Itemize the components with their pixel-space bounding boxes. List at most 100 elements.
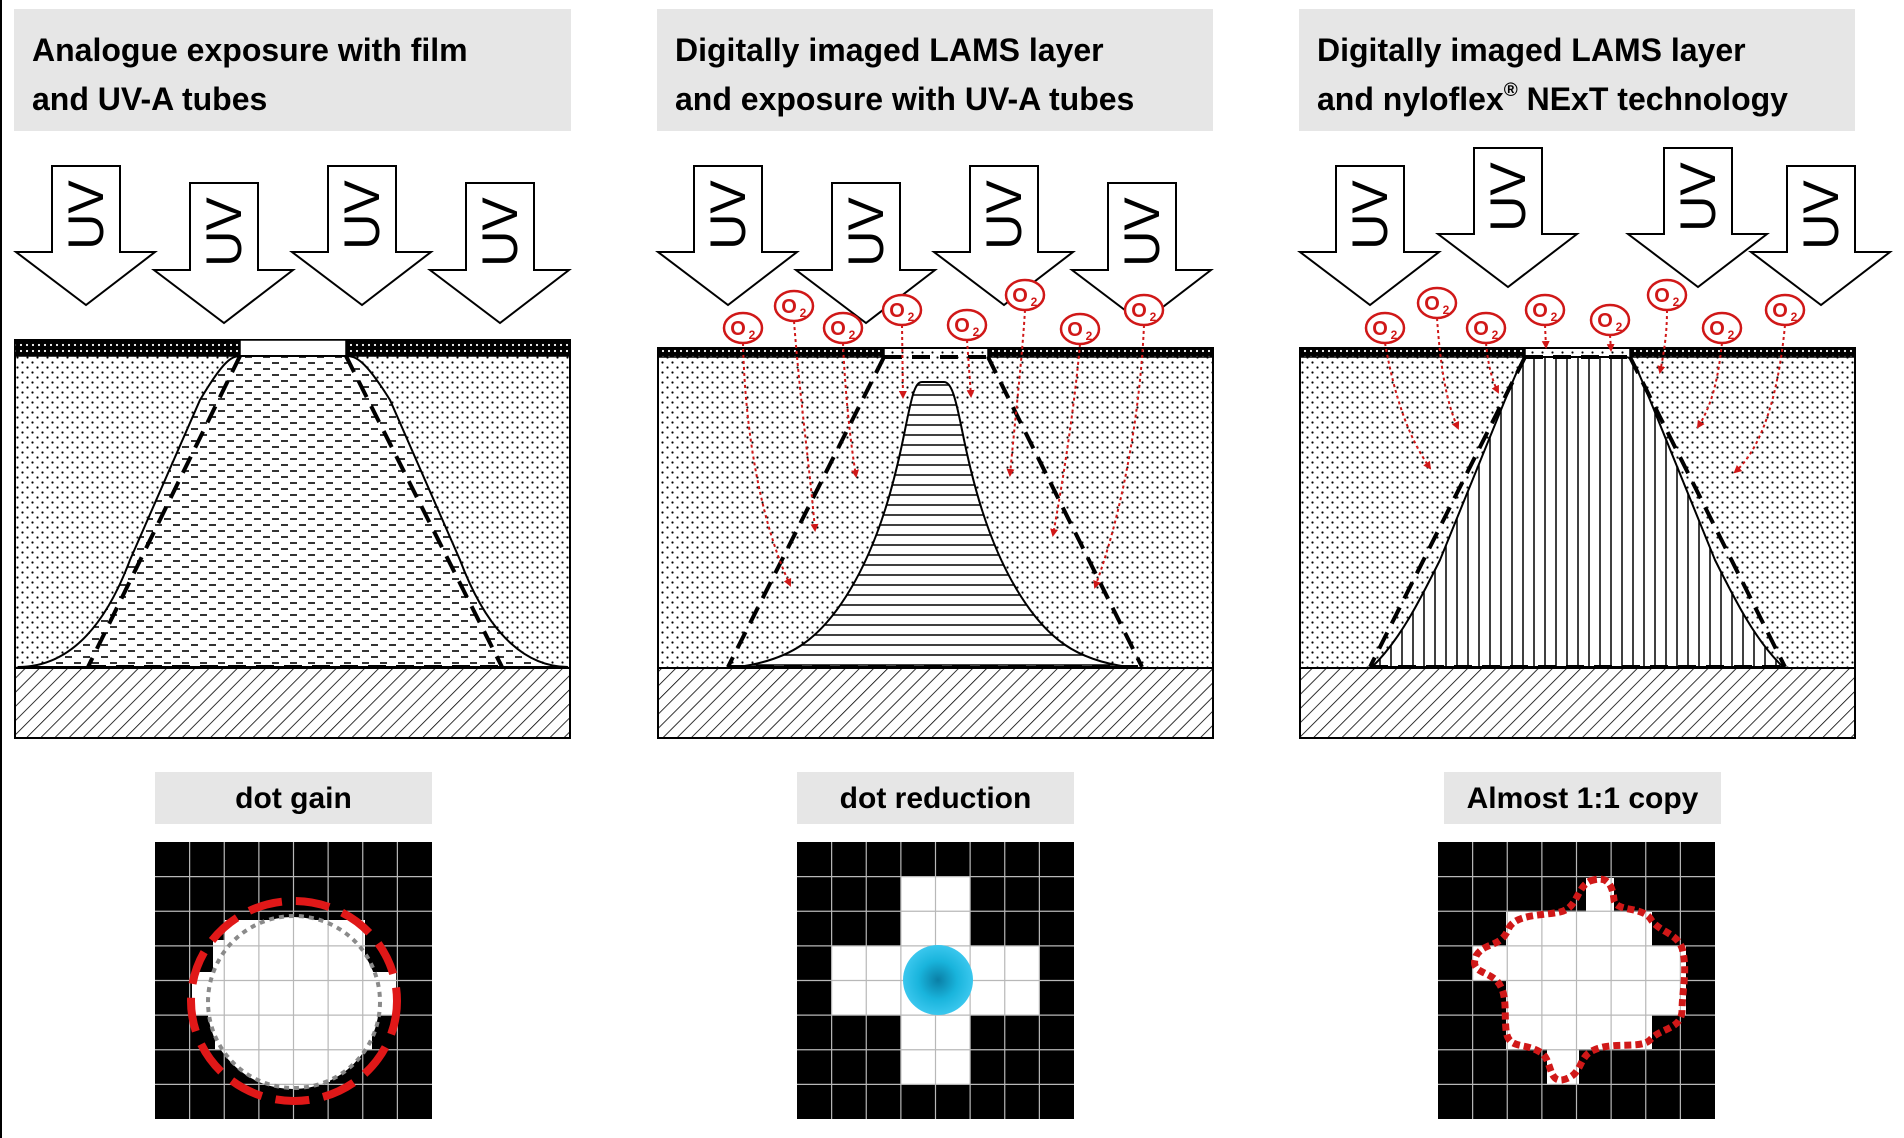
dot-reduction-grid	[797, 842, 1074, 1119]
oxygen-label: O	[954, 315, 970, 337]
ideal-dot-outline	[726, 356, 1144, 668]
uv-label: UV	[700, 180, 756, 250]
oxygen-label: O	[730, 318, 746, 340]
result-label-box	[1444, 772, 1721, 824]
oxygen-subscript: 2	[1086, 329, 1093, 343]
uv-arrow: UV	[427, 182, 572, 325]
oxygen-subscript: 2	[1673, 295, 1680, 309]
oxygen-label: O	[1597, 310, 1613, 332]
panel-title-line1: Analogue exposure with film	[32, 32, 468, 68]
oxygen-label: O	[1372, 318, 1388, 340]
lams-mask	[987, 347, 1214, 358]
uv-label: UV	[58, 180, 114, 250]
uv-label: UV	[196, 197, 252, 267]
grid-lines	[1438, 842, 1715, 1119]
ideal-dot-outline	[86, 355, 504, 668]
panel-title-line1: Digitally imaged LAMS layer	[1317, 32, 1746, 68]
panel-analogue: Analogue exposure with film and UV-A tub…	[13, 9, 572, 1119]
panel-lams-next: Digitally imaged LAMS layer and nyloflex…	[1297, 9, 1893, 1119]
oxygen-label: O	[1772, 300, 1788, 322]
panel-title-box	[1299, 9, 1855, 131]
result-label: Almost 1:1 copy	[1467, 782, 1699, 815]
oxygen-subscript: 2	[1492, 328, 1499, 342]
result-label: dot reduction	[840, 782, 1032, 815]
oxygen-subscript: 2	[800, 306, 807, 320]
oxygen-label: O	[781, 296, 797, 318]
one-to-one-dot-outline	[1471, 875, 1689, 1084]
oxygen-subscript: 2	[1031, 295, 1038, 309]
uv-label: UV	[1480, 162, 1536, 232]
uv-arrow: UV	[151, 182, 296, 325]
panel-title-line2: and exposure with UV-A tubes	[675, 81, 1134, 117]
result-label-box	[155, 772, 432, 824]
oxygen-subscript: 2	[1551, 310, 1558, 324]
uv-arrow: UV	[793, 182, 938, 325]
oxygen-label: O	[1012, 285, 1028, 307]
oxygen-subscript: 2	[1728, 328, 1735, 342]
oxygen-label: O	[830, 318, 846, 340]
base-film-layer	[657, 667, 1214, 739]
uv-label: UV	[838, 197, 894, 267]
oxygen-subscript: 2	[1443, 303, 1450, 317]
printing-dot-profile	[737, 381, 1129, 668]
oxygen-label: O	[1532, 300, 1548, 322]
oxygen-subscript: 2	[1391, 328, 1398, 342]
oxygen-subscript: 2	[1791, 310, 1798, 324]
film-mask	[14, 339, 241, 357]
uv-label: UV	[1670, 162, 1726, 232]
lams-mask	[657, 347, 885, 358]
result-label-box	[797, 772, 1074, 824]
oxygen-label: O	[889, 300, 905, 322]
lams-mask	[1629, 347, 1856, 358]
panel-lams-uva: Digitally imaged LAMS layer and exposure…	[655, 9, 1214, 1119]
uv-arrow: UV	[289, 165, 434, 307]
panel-title-line2: and nyloflex® NExT technology	[1317, 80, 1788, 117]
dot-gain-ring	[187, 897, 401, 1105]
uv-label: UV	[1342, 180, 1398, 250]
panel-title-box	[657, 9, 1213, 131]
oxygen-label: O	[1131, 300, 1147, 322]
original-dot-outline	[206, 914, 382, 1090]
lams-mask	[1299, 347, 1526, 358]
ideal-dot-outline	[1368, 356, 1787, 668]
uv-arrow: UV	[1435, 147, 1580, 289]
base-film-layer	[14, 667, 571, 739]
uv-arrow: UV	[931, 165, 1076, 307]
uv-label: UV	[1114, 197, 1170, 267]
panel-title-line2: and UV-A tubes	[32, 81, 267, 117]
uv-arrow: UV	[655, 165, 800, 307]
oxygen-subscript: 2	[749, 328, 756, 342]
oxygen-subscript: 2	[1150, 310, 1157, 324]
base-film-layer	[1299, 667, 1856, 739]
panel-title-line1: Digitally imaged LAMS layer	[675, 32, 1104, 68]
film-opening	[239, 339, 347, 357]
uv-label: UV	[976, 180, 1032, 250]
one-to-one-grid	[1438, 842, 1715, 1119]
oxygen-label: O	[1067, 319, 1083, 341]
oxygen-subscript: 2	[1616, 320, 1623, 334]
uv-label: UV	[334, 180, 390, 250]
panel-title-box	[14, 9, 571, 131]
uv-arrow: UV	[1297, 165, 1442, 307]
oxygen-label: O	[1424, 293, 1440, 315]
oxygen-subscript: 2	[908, 310, 915, 324]
uv-label: UV	[1793, 180, 1849, 250]
